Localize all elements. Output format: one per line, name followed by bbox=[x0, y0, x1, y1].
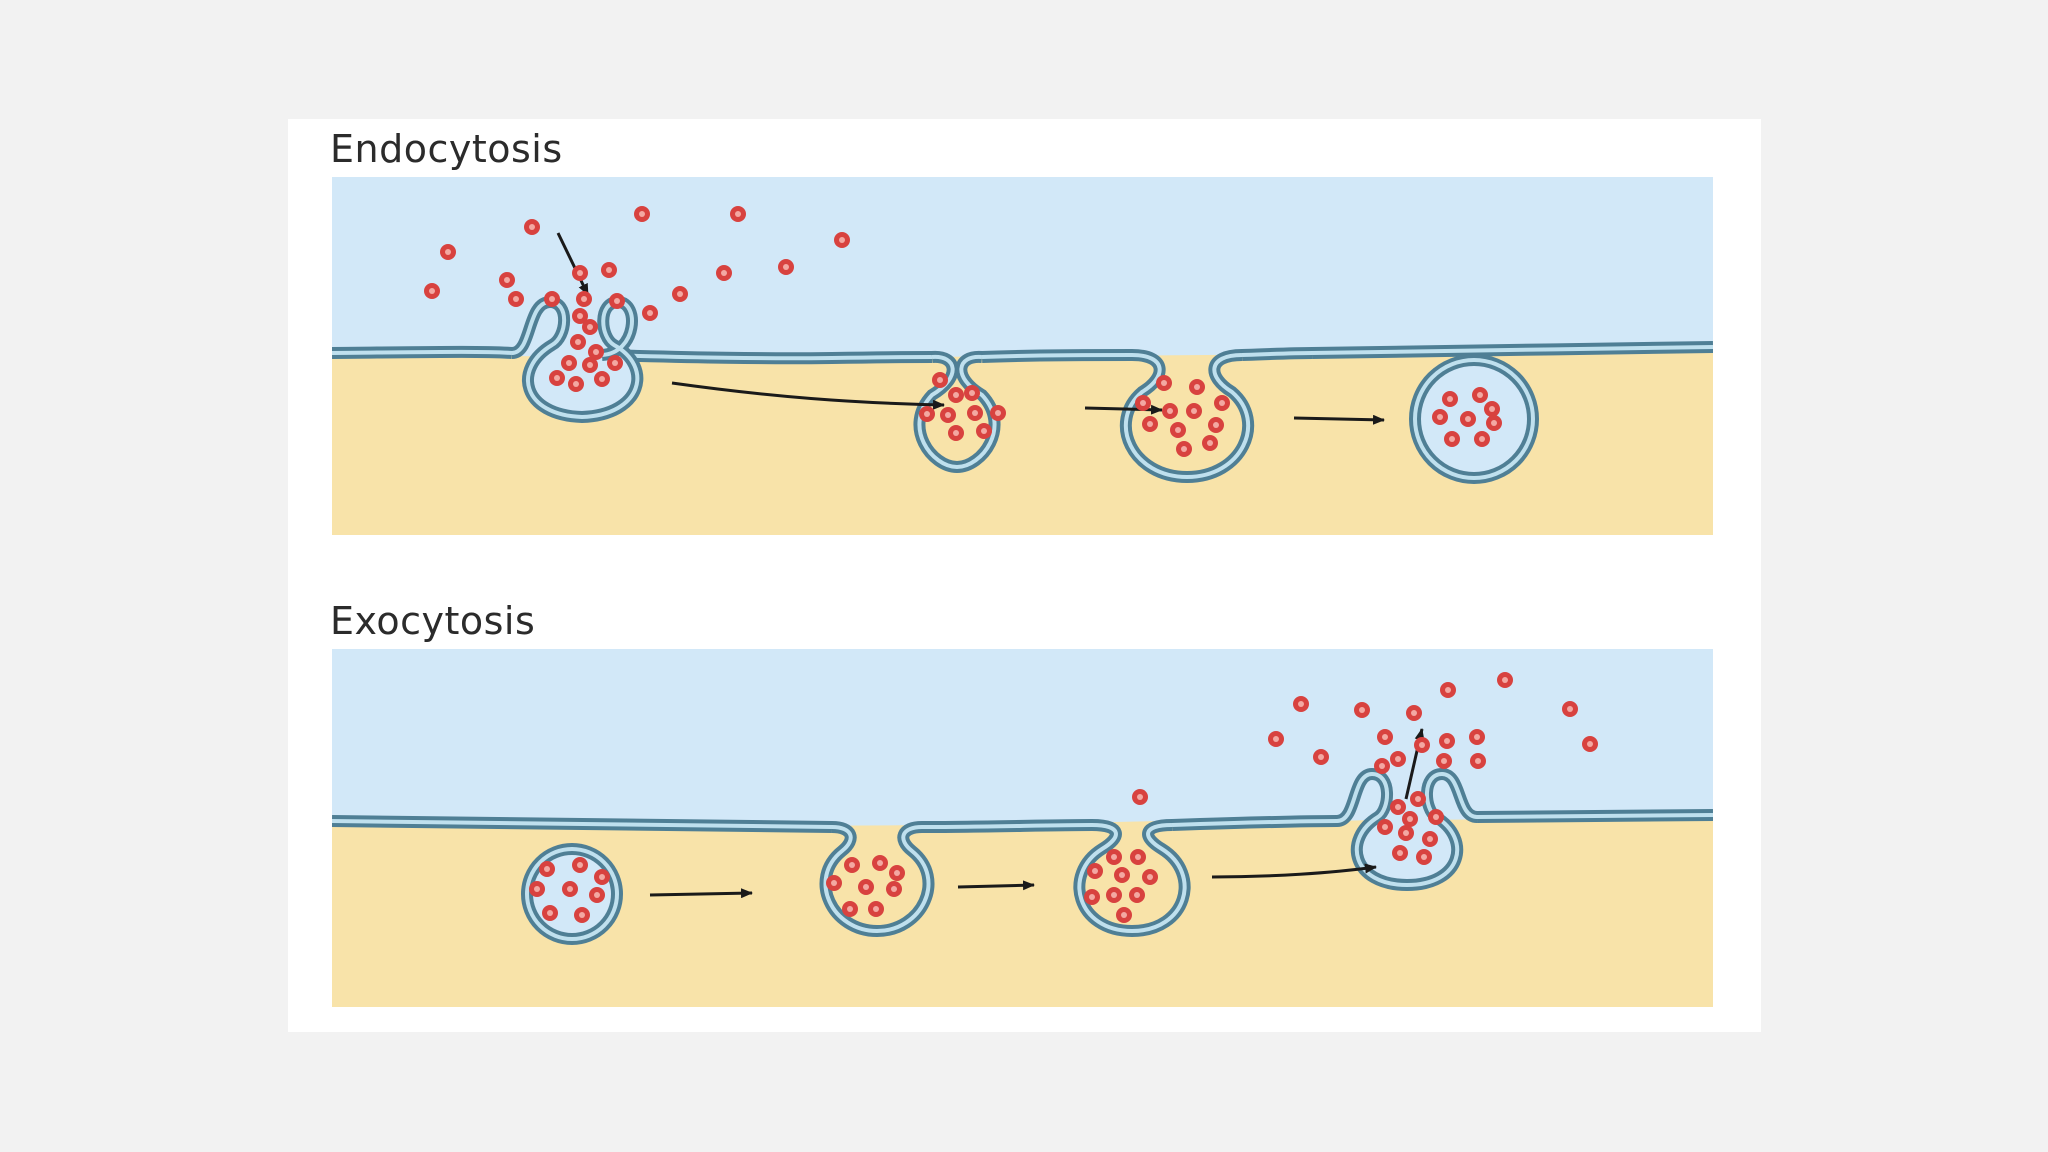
arrow-step-3 bbox=[1293, 414, 1385, 425]
arrow-in bbox=[556, 232, 590, 296]
endocytosis-panel bbox=[332, 177, 1713, 535]
arrow-step-1 bbox=[671, 381, 945, 410]
exocytosis-panel bbox=[332, 649, 1713, 1007]
arrow-step-2 bbox=[957, 880, 1035, 891]
exocytosis-title: Exocytosis bbox=[330, 599, 536, 643]
cargo-particles bbox=[529, 672, 1598, 923]
arrow-step-3 bbox=[1211, 863, 1377, 879]
endocytosis-title: Endocytosis bbox=[330, 127, 563, 171]
diagram-card: Endocytosis Exo bbox=[288, 119, 1761, 1032]
cargo-particles bbox=[424, 206, 1502, 457]
extracellular-region bbox=[332, 177, 1713, 358]
arrow-step-1 bbox=[649, 888, 753, 899]
arrow-step-2 bbox=[1084, 404, 1163, 415]
